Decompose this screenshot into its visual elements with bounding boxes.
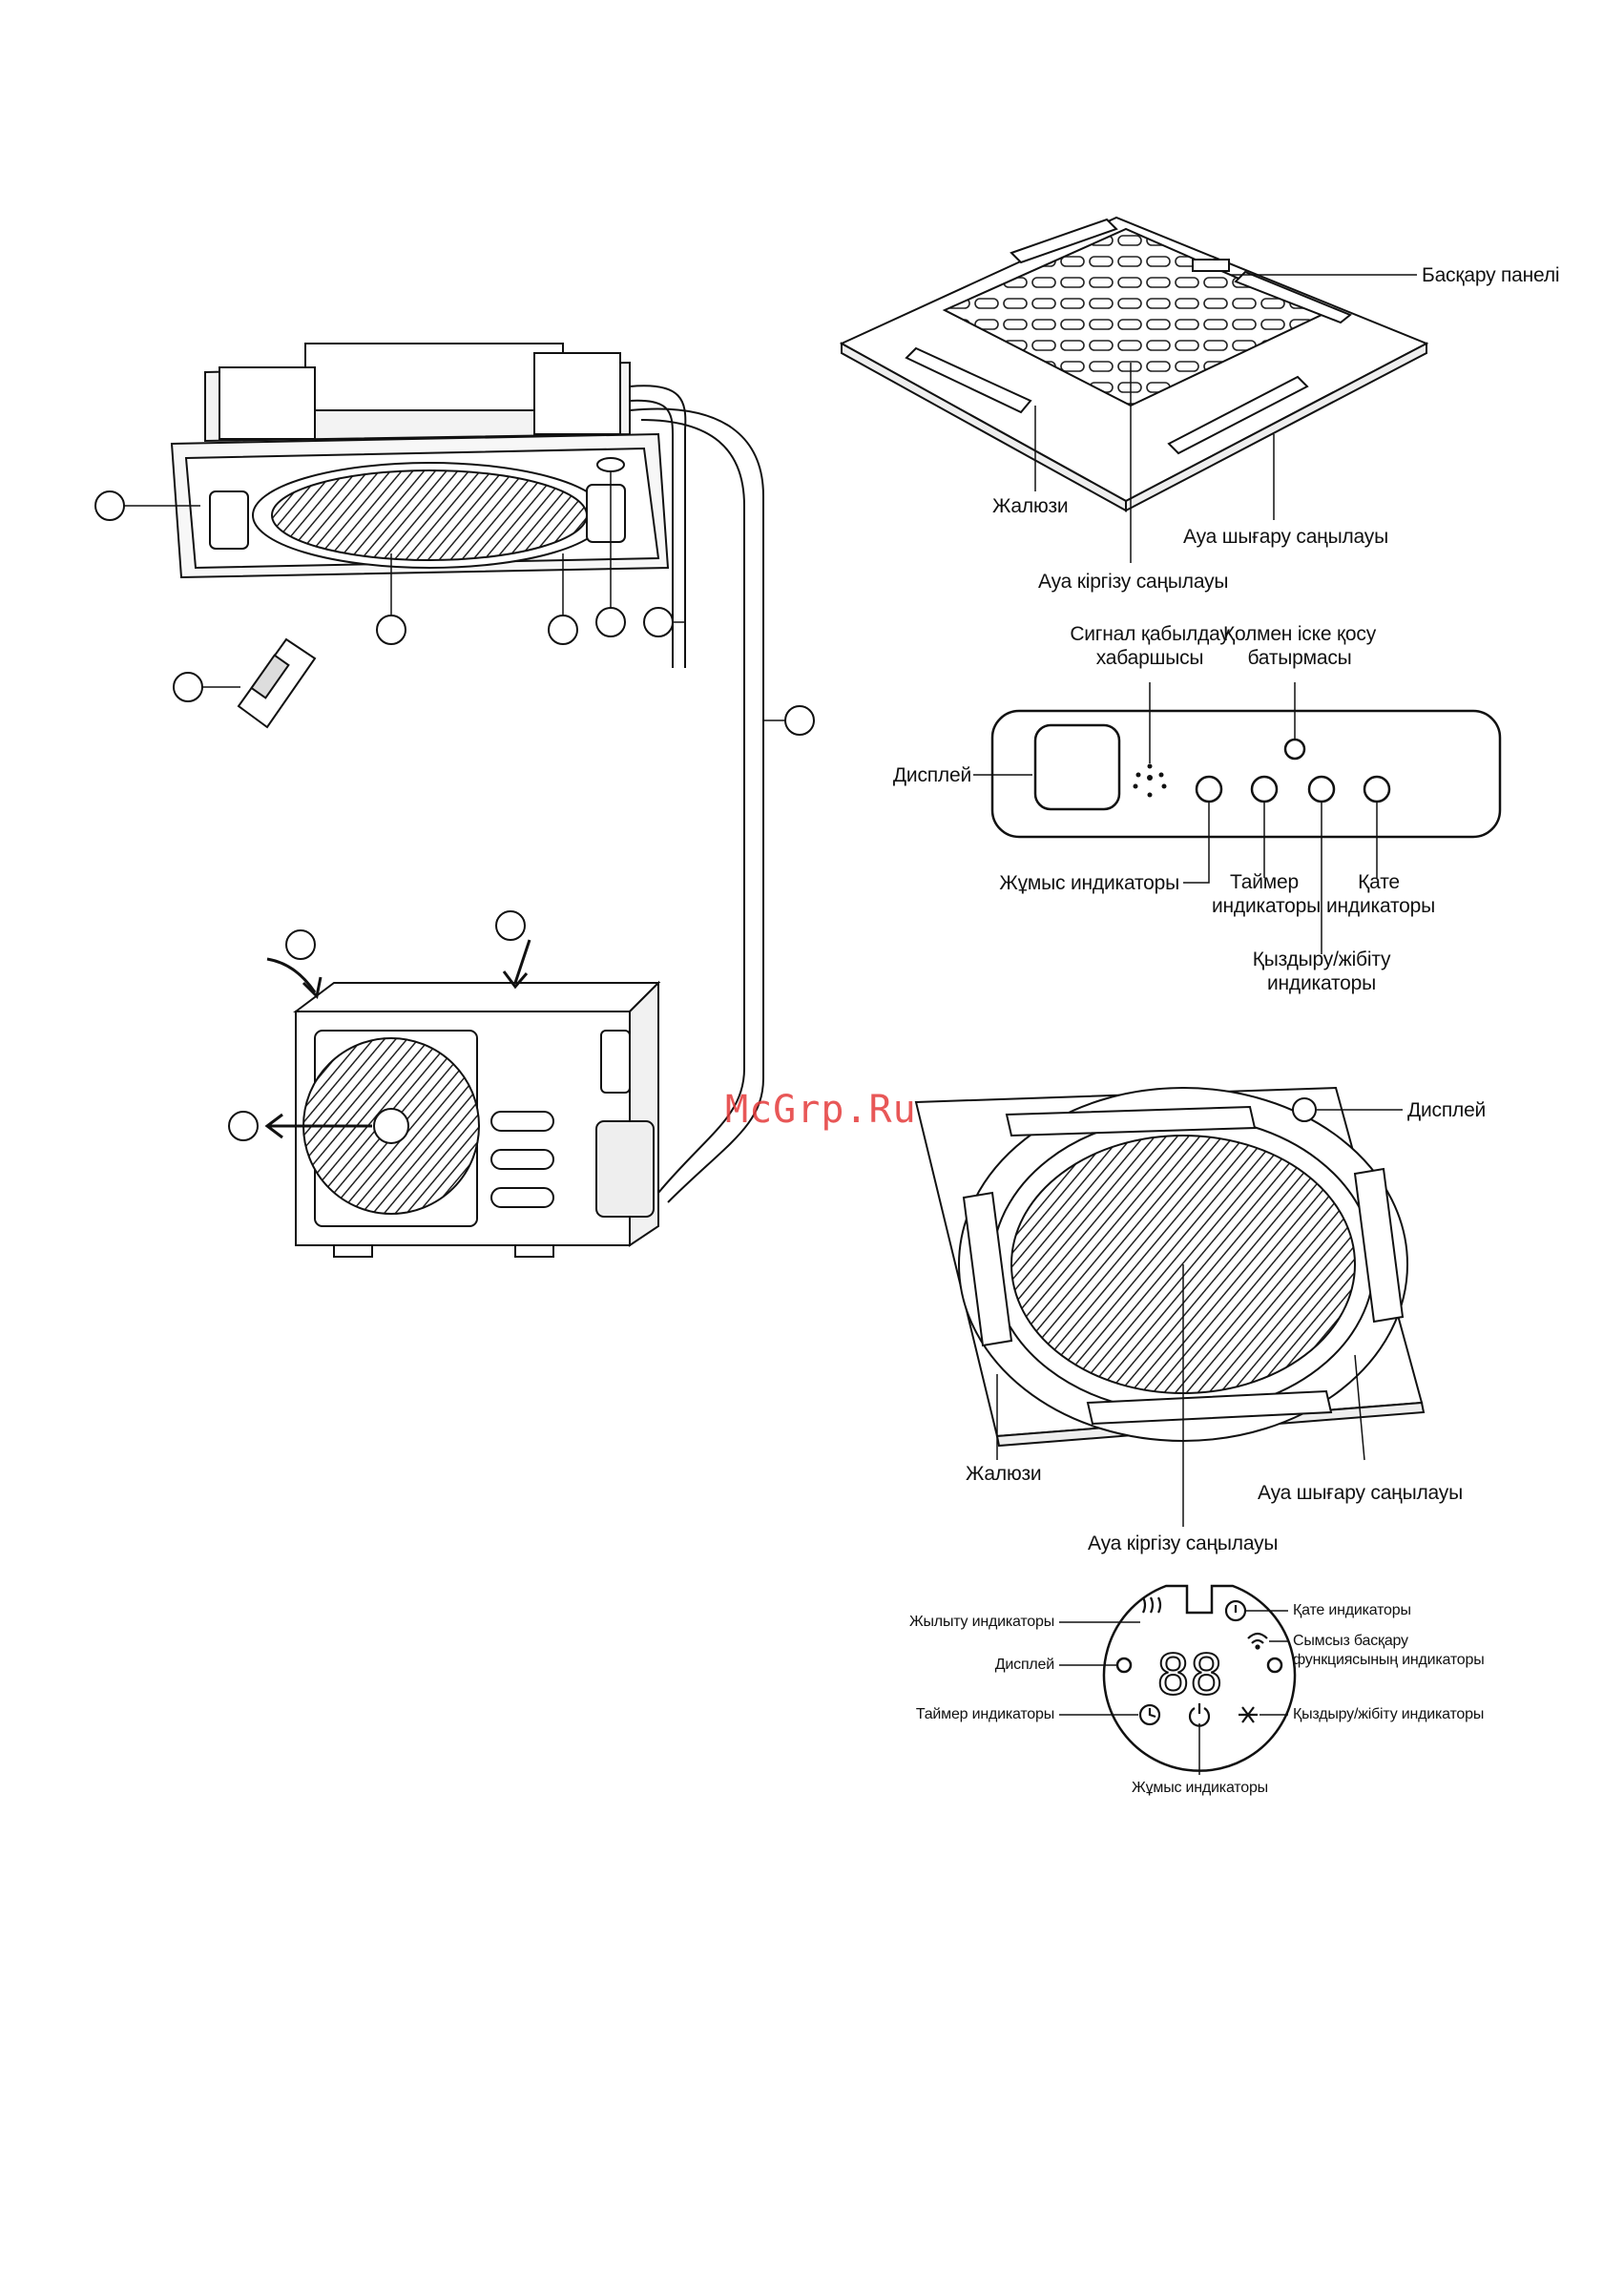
round-cassette-panel — [914, 1086, 1426, 1448]
label-signal-receiver-1: Сигнал қабылдау — [1070, 623, 1230, 645]
label-timer-1: Таймер — [1230, 871, 1299, 893]
label-round-air-outlet: Ауа шығару саңылауы — [1258, 1482, 1463, 1504]
label-error-1: Қате — [1358, 871, 1400, 893]
signal-receiver-icon — [1133, 763, 1167, 798]
round-display-icons — [1138, 1596, 1268, 1727]
label-run-indicator: Жұмыс индикаторы — [999, 872, 1179, 894]
heat-icon — [1142, 1596, 1162, 1614]
wifi-icon — [1247, 1632, 1268, 1650]
control-panel-illustration — [990, 709, 1502, 839]
label-wireless-1: Сымсыз басқару — [1293, 1633, 1408, 1649]
label-display: Дисплей — [892, 764, 971, 786]
label-round-louver: Жалюзи — [966, 1463, 1042, 1485]
label-air-inlet: Ауа кіргізу саңылауы — [1038, 571, 1229, 593]
label-timer-2: индикаторы — [1212, 895, 1322, 917]
round-panel-leaders — [996, 1109, 1403, 1527]
label-signal-receiver-2: хабаршысы — [1095, 647, 1204, 669]
round-display-leaders — [1059, 1610, 1288, 1775]
label-timer-indicator: Таймер индикаторы — [915, 1706, 1054, 1722]
label-round-disp: Дисплей — [994, 1657, 1054, 1673]
label-round-display: Дисплей — [1407, 1099, 1487, 1121]
label-manual-button-2: батырмасы — [1247, 647, 1352, 669]
control-panel-leaders — [973, 682, 1378, 954]
label-error-indicator: Қате индикаторы — [1293, 1602, 1411, 1618]
indoor-cassette-unit — [170, 343, 670, 579]
callout-leaders — [124, 472, 785, 721]
label-round-air-inlet: Ауа кіргізу саңылауы — [1088, 1533, 1279, 1554]
clock-icon — [1138, 1703, 1161, 1726]
snowflake-icon — [1239, 1706, 1258, 1723]
label-error-2: индикаторы — [1326, 895, 1436, 917]
label-control-panel: Басқару панелі — [1422, 264, 1560, 286]
label-defrost-indicator: Қыздыру/жібіту индикаторы — [1293, 1706, 1485, 1722]
callout-circles — [94, 490, 815, 1141]
watermark: McGrp.Ru — [725, 1088, 917, 1132]
remote-control-icon — [237, 637, 317, 729]
label-air-outlet: Ауа шығару саңылауы — [1183, 526, 1388, 548]
outdoor-unit — [293, 980, 661, 1258]
label-defrost-2: индикаторы — [1266, 972, 1376, 994]
label-wireless-2: функциясының индикаторы — [1293, 1652, 1485, 1668]
seven-segment-digits: 88 — [1156, 1642, 1223, 1707]
label-heating-indicator: Жылыту индикаторы — [908, 1614, 1054, 1630]
airflow-arrows — [264, 939, 531, 1139]
label-manual-button-1: Қолмен іске қосу — [1222, 623, 1377, 645]
label-louver: Жалюзи — [992, 495, 1069, 517]
label-defrost-1: Қыздыру/жібіту — [1252, 949, 1391, 970]
square-panel-leaders — [1034, 274, 1417, 563]
alert-icon — [1224, 1599, 1247, 1622]
refrigerant-pipes — [629, 385, 764, 1203]
label-run-ind: Жұмыс индикаторы — [1132, 1780, 1268, 1796]
square-cassette-panel — [839, 216, 1429, 512]
